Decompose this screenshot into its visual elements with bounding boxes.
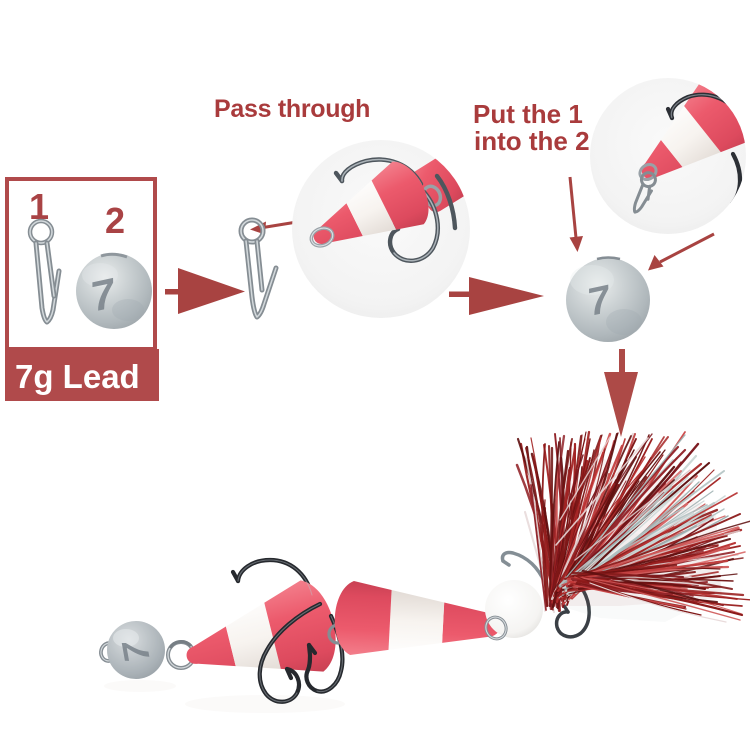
svg-text:7g Lead: 7g Lead (15, 358, 140, 395)
svg-text:2: 2 (105, 200, 125, 241)
svg-text:Put the 1: Put the 1 (473, 99, 583, 129)
svg-text:1: 1 (29, 186, 49, 227)
svg-text:into the 2: into the 2 (474, 126, 590, 156)
svg-text:Pass through: Pass through (214, 95, 370, 123)
